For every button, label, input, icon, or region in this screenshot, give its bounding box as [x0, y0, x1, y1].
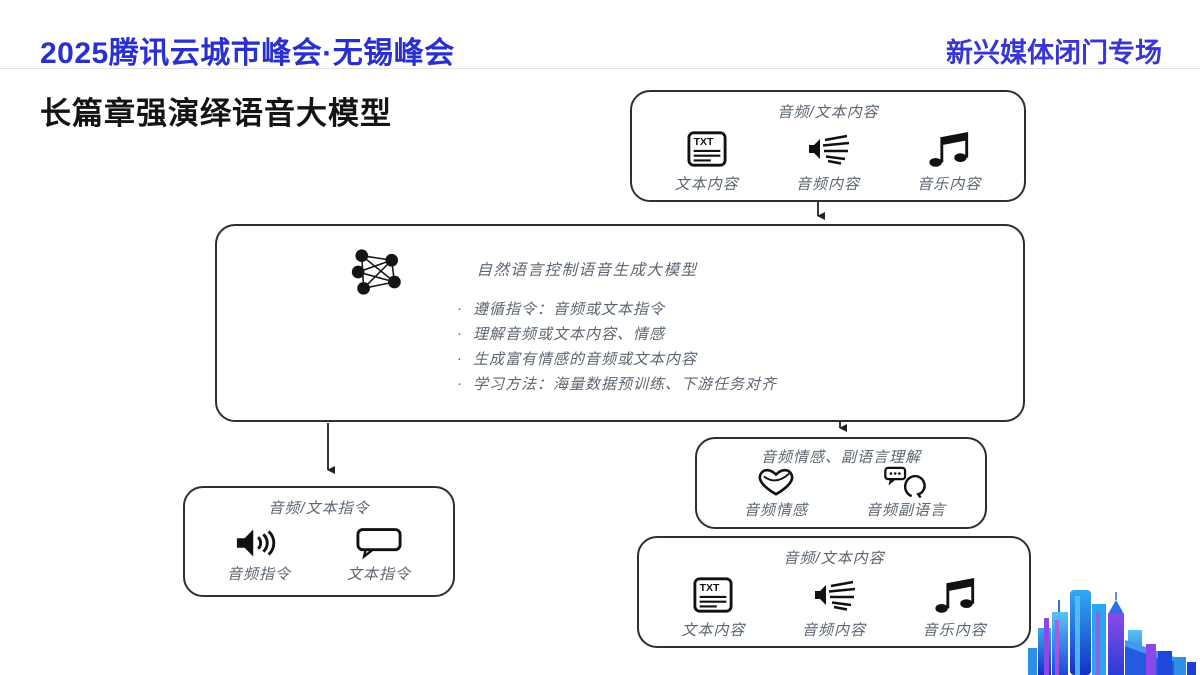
- audio-waveform-icon: [805, 128, 851, 170]
- bullet-text: 学习方法：海量数据预训练、下游任务对齐: [473, 376, 778, 393]
- top-content-box: 音频/文本内容 TXT 文本内容: [630, 90, 1026, 202]
- content-item: 音乐内容: [900, 574, 1010, 640]
- city-skyline-illustration: [1028, 590, 1196, 675]
- instruction-box: 音频/文本指令 音频指令: [183, 486, 455, 597]
- speech-bubble-icon: [356, 526, 402, 560]
- bullet-marker: ·: [457, 375, 463, 392]
- content-item: 音乐内容: [894, 128, 1004, 194]
- bullet-item: · 理解音频或文本内容、情感: [457, 321, 777, 346]
- session-title: 新兴媒体闭门专场: [946, 38, 1162, 68]
- model-bullets: · 遵循指令：音频或文本指令 · 理解音频或文本内容、情感 · 生成富有情感的音…: [457, 296, 777, 396]
- model-title: 自然语言控制语音生成大模型: [476, 262, 698, 279]
- content-item: 音频内容: [779, 574, 889, 640]
- bullet-item: · 学习方法：海量数据预训练、下游任务对齐: [457, 371, 777, 396]
- item-label: 音频内容: [801, 622, 866, 639]
- bullet-text: 理解音频或文本内容、情感: [473, 326, 666, 343]
- box-title: 音频/文本内容: [783, 550, 885, 567]
- content-item: 音频指令: [209, 526, 309, 584]
- item-label: 音频副语言: [865, 502, 946, 519]
- item-label: 文本指令: [346, 566, 411, 583]
- item-label: 音频情感: [743, 502, 808, 519]
- content-item: 音频副语言: [856, 466, 956, 520]
- bullet-text: 遵循指令：音频或文本指令: [473, 301, 666, 318]
- text-document-icon: TXT: [687, 128, 727, 170]
- content-item: 文本指令: [329, 526, 429, 584]
- box-title: 音频情感、副语言理解: [760, 449, 921, 466]
- svg-text:TXT: TXT: [693, 137, 713, 148]
- content-item: 音频情感: [726, 468, 826, 520]
- music-notes-icon: [933, 574, 977, 616]
- item-label: 文本内容: [674, 176, 739, 193]
- bullet-item: · 生成富有情感的音频或文本内容: [457, 346, 777, 371]
- item-label: 音乐内容: [917, 176, 982, 193]
- item-label: 音频指令: [226, 566, 291, 583]
- content-item: TXT 文本内容: [658, 574, 768, 640]
- box-title: 音频/文本内容: [777, 104, 879, 121]
- svg-text:TXT: TXT: [700, 583, 720, 594]
- music-notes-icon: [927, 128, 971, 170]
- audio-waveform-icon: [811, 574, 857, 616]
- bullet-marker: ·: [457, 325, 463, 342]
- content-item: 音频内容: [773, 128, 883, 194]
- box-title: 音频/文本指令: [268, 500, 370, 517]
- item-label: 音频内容: [795, 176, 860, 193]
- bullet-item: · 遵循指令：音频或文本指令: [457, 296, 777, 321]
- text-document-icon: TXT: [693, 574, 733, 616]
- item-label: 音乐内容: [922, 622, 987, 639]
- event-title: 2025腾讯云城市峰会·无锡峰会: [40, 37, 455, 70]
- model-box: 自然语言控制语音生成大模型 · 遵循指令：音频或文本指令 · 理解音频或文本内容…: [215, 224, 1025, 422]
- bullet-text: 生成富有情感的音频或文本内容: [473, 351, 698, 368]
- neural-network-icon: [350, 246, 408, 303]
- content-item: TXT 文本内容: [652, 128, 762, 194]
- volume-icon: [235, 526, 283, 560]
- bullet-marker: ·: [457, 350, 463, 367]
- bullet-marker: ·: [457, 300, 463, 317]
- header-divider: [0, 68, 1200, 69]
- heart-icon: [755, 468, 797, 496]
- bottom-content-box: 音频/文本内容 TXT 文本内容: [637, 536, 1031, 648]
- head-speech-icon: [883, 466, 929, 498]
- page-title: 长篇章强演绎语音大模型: [40, 96, 392, 131]
- emotion-box: 音频情感、副语言理解 音频情感: [695, 437, 987, 529]
- item-label: 文本内容: [681, 622, 746, 639]
